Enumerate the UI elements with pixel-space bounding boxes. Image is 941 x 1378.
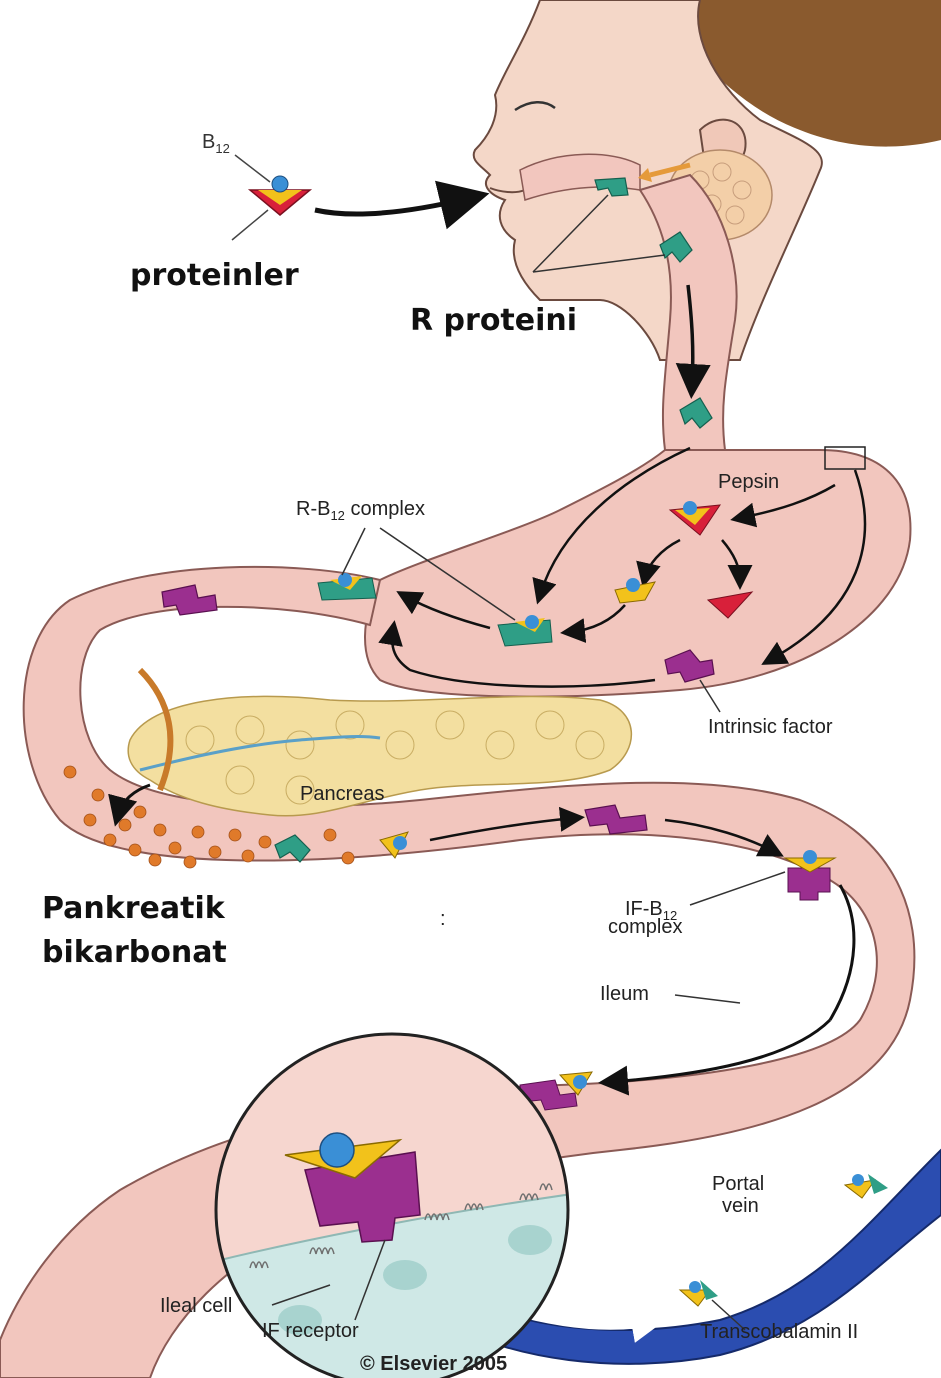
if-receptor-label: IF receptor (262, 1320, 359, 1342)
r-b12-label-line-1 (342, 528, 365, 575)
proteinler-label: proteinler (130, 258, 299, 293)
r-proteini-label: R proteini (410, 303, 577, 338)
bikarbonat-label: bikarbonat (42, 935, 227, 970)
ileum-pointer (675, 995, 740, 1003)
ileum-arrow-1 (830, 885, 854, 1020)
copyright-label: © Elsevier 2005 (360, 1353, 507, 1375)
pepsin-label: Pepsin (718, 471, 779, 493)
ileal-cell-label: Ileal cell (160, 1295, 232, 1317)
pankreatik-label: Pankreatik (42, 891, 226, 926)
transcobalamin-label: Transcobalamin II (700, 1321, 858, 1343)
transcobalamin-complex-2 (845, 1174, 888, 1198)
transcobalamin-complex-1 (680, 1280, 718, 1306)
if-b12-complex-label: complex (608, 916, 682, 938)
b12-protein-complex (250, 176, 310, 215)
b12-label: B12 (202, 131, 230, 156)
intrinsic-factor-label: Intrinsic factor (708, 716, 833, 738)
pancreas-label: Pancreas (300, 783, 385, 805)
portal-label-1: Portal (712, 1173, 764, 1195)
ileum-label: Ileum (600, 983, 649, 1005)
portal-label-2: vein (722, 1195, 759, 1217)
if-b12-complex (785, 850, 835, 900)
colon-mark: : (440, 908, 446, 930)
protein-pointer-line (232, 210, 268, 240)
b12-large (320, 1133, 354, 1167)
if-b12-pointer (690, 872, 785, 905)
ingestion-arrow (315, 198, 470, 214)
b12-pointer-line (235, 155, 270, 182)
r-b12-complex-label: R-B12 complex (296, 498, 425, 523)
